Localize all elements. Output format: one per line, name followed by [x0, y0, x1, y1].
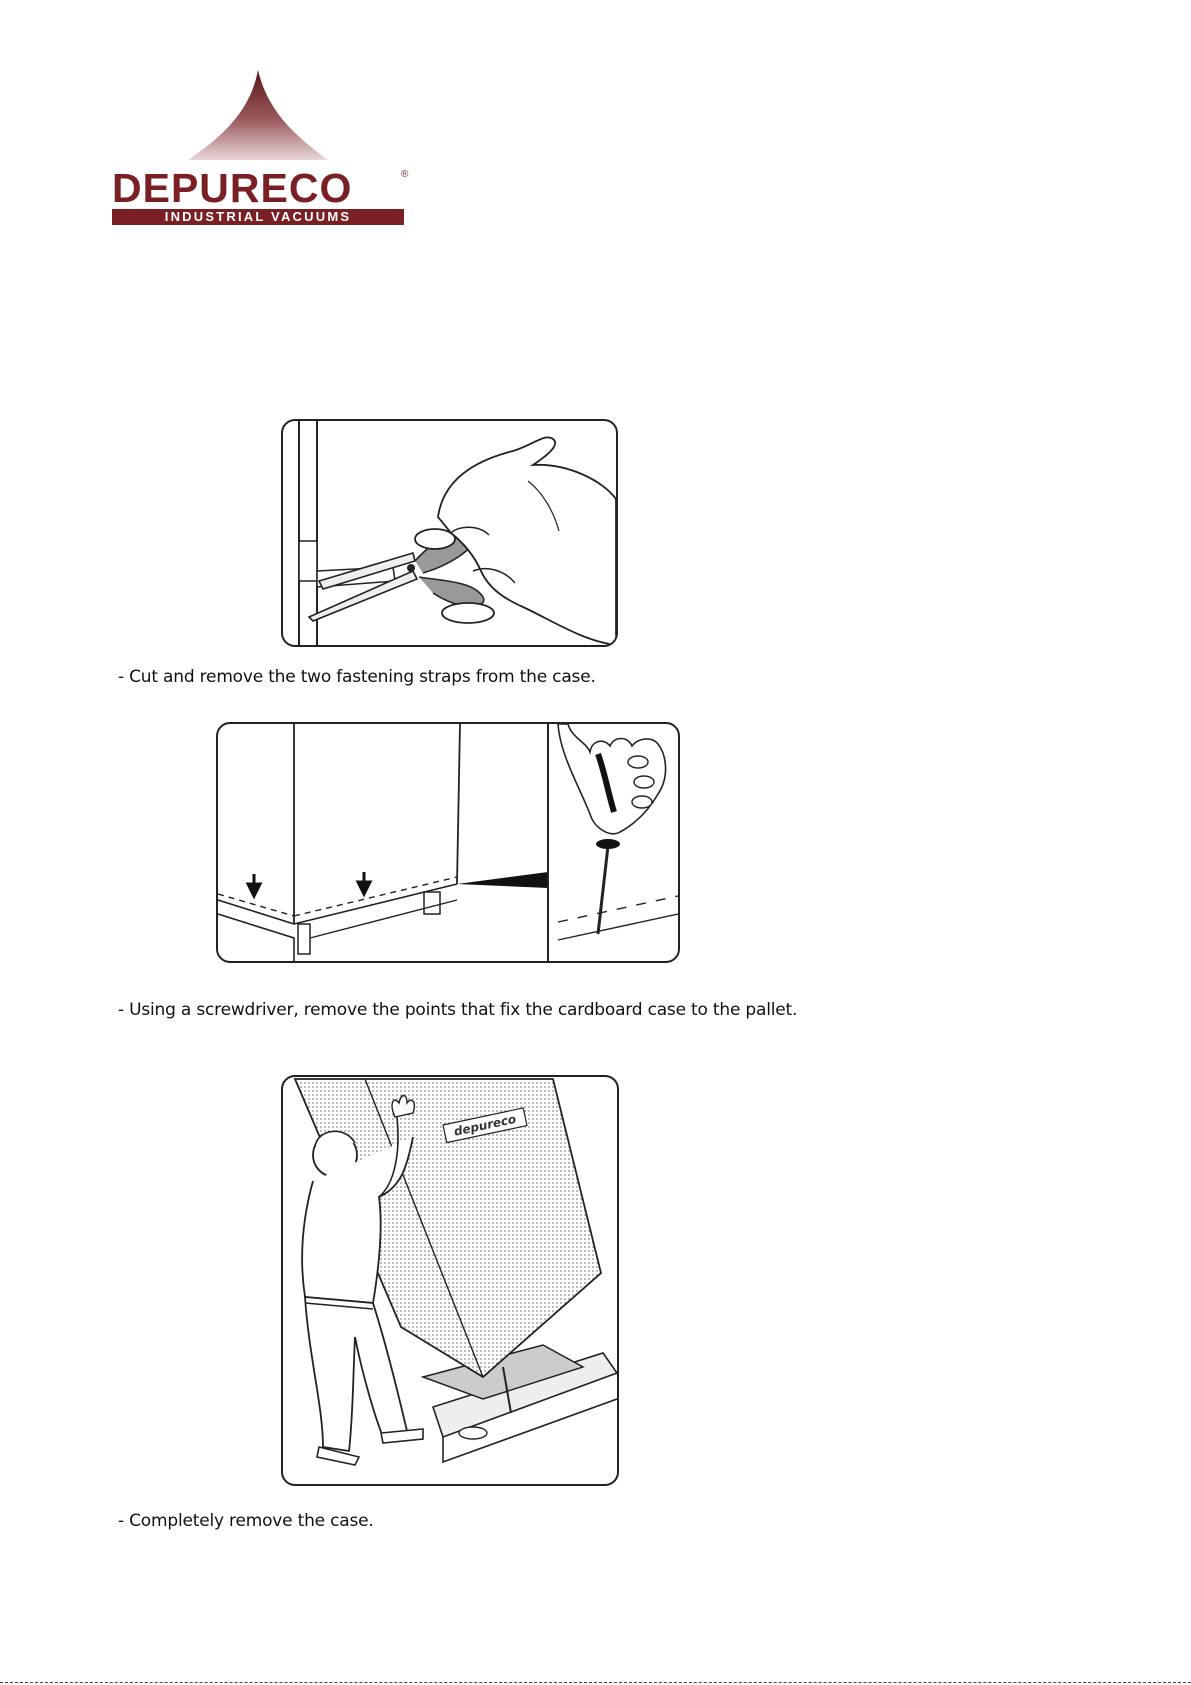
logo-triangle-icon — [110, 68, 410, 168]
step-caption-2: - Using a screwdriver, remove the points… — [118, 1000, 797, 1020]
page-bottom-rule — [0, 1682, 1191, 1683]
brand-name: DEPURECO — [112, 168, 352, 209]
registered-mark: ® — [401, 169, 408, 180]
company-logo: DEPURECO ® INDUSTRIAL VACUUMS — [110, 68, 410, 218]
person-lifting-case-illustration: depureco — [283, 1077, 617, 1484]
illustration-remove-points — [216, 722, 680, 963]
scissors-illustration — [283, 421, 616, 645]
brand-tagline: INDUSTRIAL VACUUMS — [112, 209, 404, 225]
screwdriver-illustration — [218, 724, 678, 961]
illustration-cut-straps — [281, 419, 618, 647]
illustration-remove-case: depureco — [281, 1075, 619, 1486]
step-caption-1: - Cut and remove the two fastening strap… — [118, 667, 596, 687]
step-caption-3: - Completely remove the case. — [118, 1511, 374, 1531]
